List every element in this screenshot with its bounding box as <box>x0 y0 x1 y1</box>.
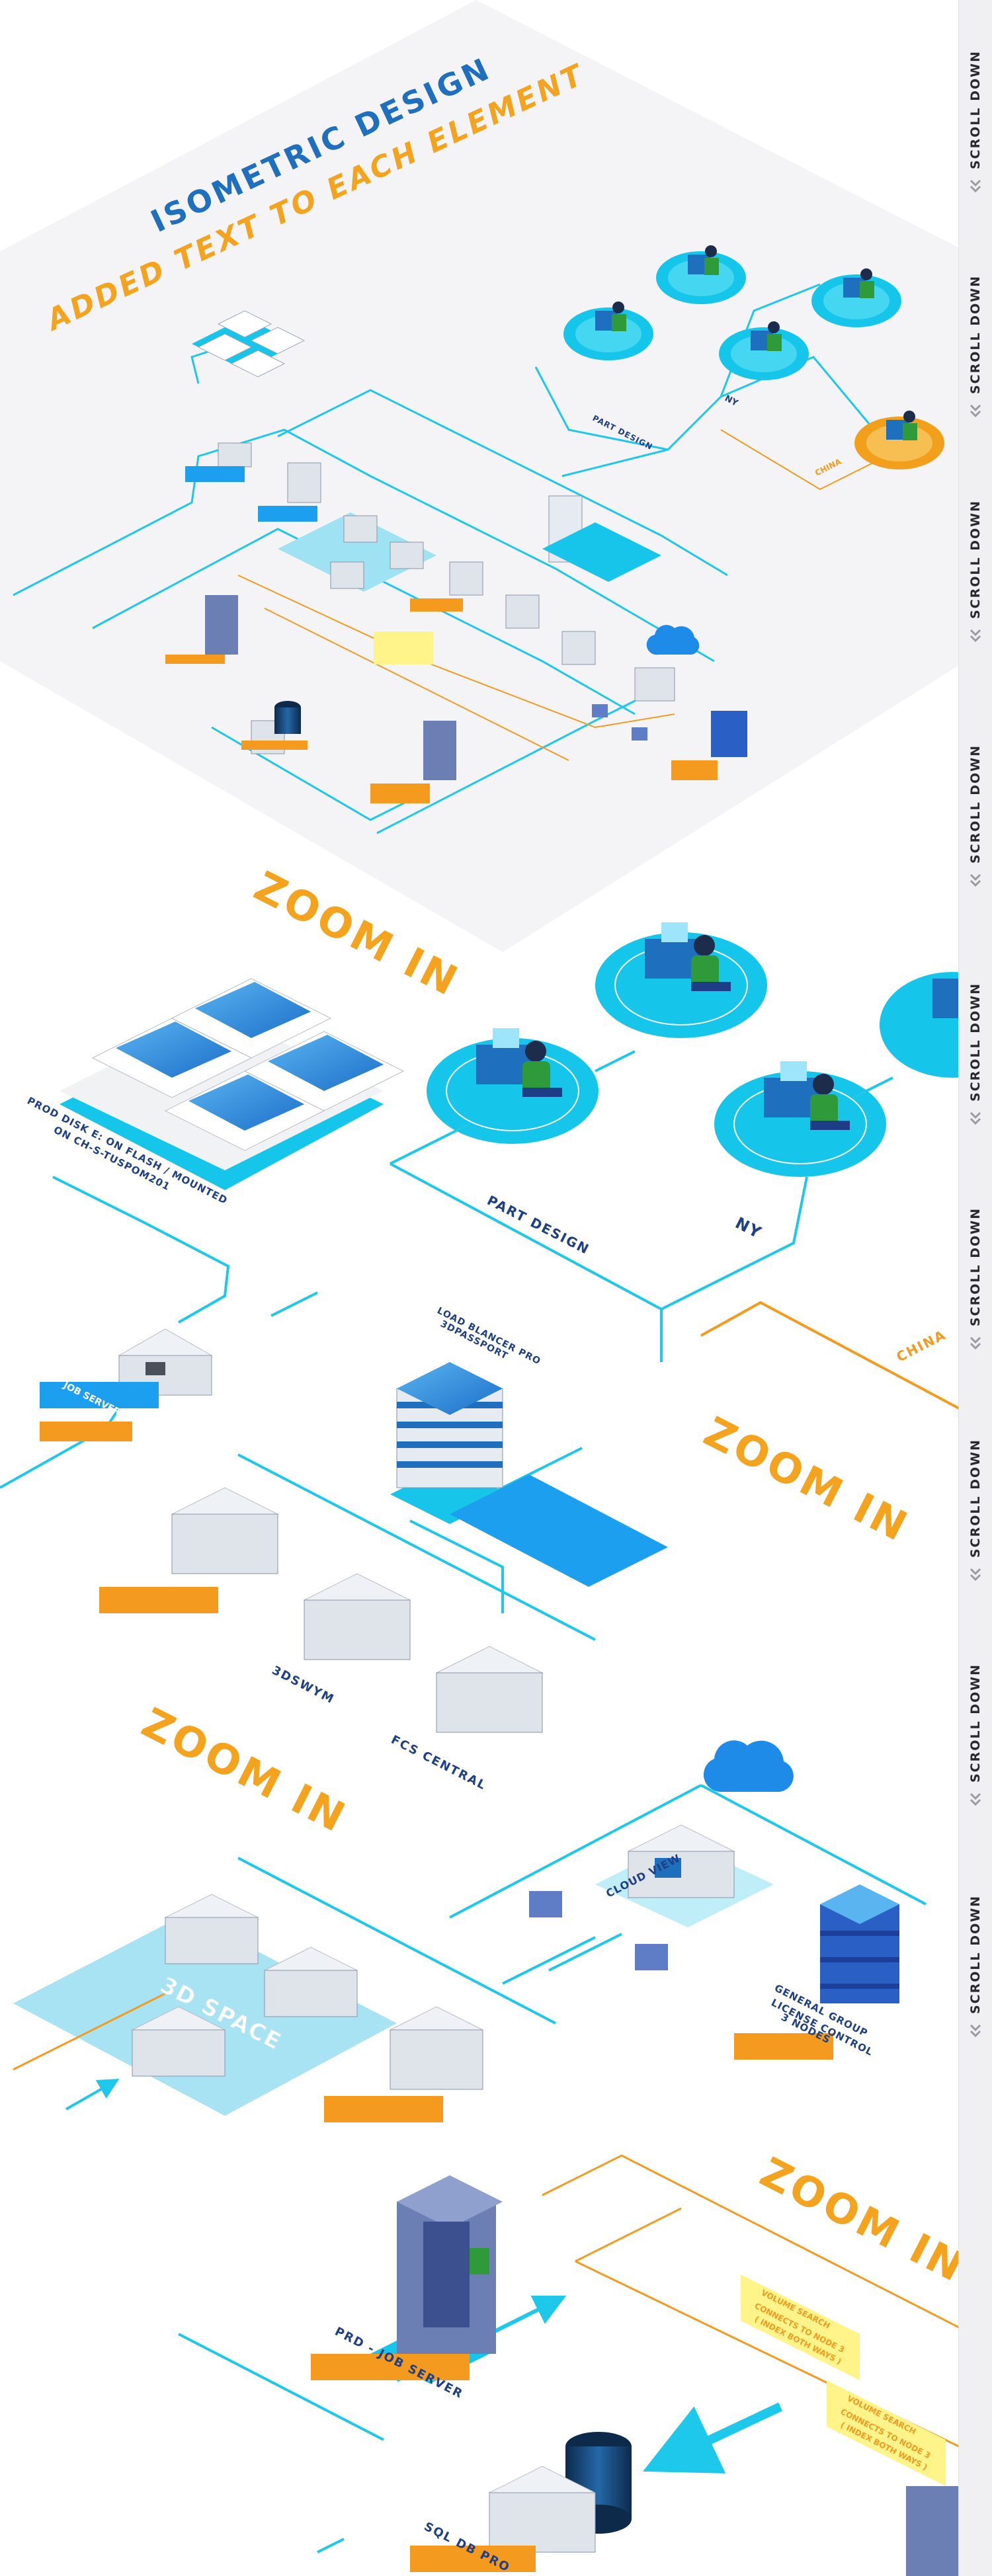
fcs-central-label: FCS CENTRAL <box>389 1733 489 1793</box>
user-part-design-1 <box>427 1028 599 1144</box>
prod-disk-cluster <box>60 978 405 1190</box>
chevron-down-icon <box>970 1336 981 1350</box>
chevron-down-icon <box>970 1111 981 1125</box>
scroll-hint-8[interactable]: SCROLL DOWN <box>959 1653 992 1818</box>
zoom2-links <box>237 1784 927 2025</box>
general-group-node <box>734 1884 899 2060</box>
cloud-view-node <box>529 1740 794 1970</box>
china-link <box>700 1301 959 1410</box>
cloud-icon <box>703 1740 794 1792</box>
load-balancer-stack <box>390 1362 668 1587</box>
label-ny: NY <box>732 1213 765 1242</box>
overview-panel <box>0 0 959 952</box>
overview-links <box>13 283 881 834</box>
scroll-down-text: SCROLL DOWN <box>968 744 983 864</box>
overview-orange-links <box>237 429 874 761</box>
overview-users <box>563 245 944 469</box>
scroll-hint-3[interactable]: SCROLL DOWN <box>959 489 992 655</box>
zoom1-servers <box>99 1487 544 1733</box>
scroll-down-text: SCROLL DOWN <box>968 1207 983 1327</box>
scroll-down-text: SCROLL DOWN <box>968 274 983 395</box>
scroll-down-text: SCROLL DOWN <box>968 499 983 620</box>
chevron-down-icon <box>970 629 981 643</box>
zoom3-links <box>178 2154 959 2554</box>
scroll-down-text: SCROLL DOWN <box>968 1663 983 1783</box>
label-china: CHINA <box>893 1326 948 1365</box>
chevron-down-icon <box>970 1792 981 1806</box>
zoom1-users <box>427 922 959 1177</box>
chevron-down-icon <box>970 179 981 193</box>
scroll-hint-7[interactable]: SCROLL DOWN <box>959 1428 992 1593</box>
scroll-hint-6[interactable]: SCROLL DOWN <box>959 1197 992 1362</box>
user-part-design-2 <box>595 922 767 1038</box>
scroll-hint-1[interactable]: SCROLL DOWN <box>959 40 992 205</box>
chevron-down-icon <box>970 873 981 887</box>
overview-servers <box>165 310 747 803</box>
user-china <box>880 972 959 1078</box>
job-server-node <box>40 1328 213 1441</box>
scroll-sidebar[interactable]: SCROLL DOWN SCROLL DOWN SCROLL DOWN SCRO… <box>958 0 992 2576</box>
scroll-down-text: SCROLL DOWN <box>968 982 983 1102</box>
volume-search-badges <box>741 2274 946 2486</box>
user-ny <box>714 1061 886 1177</box>
scroll-hint-2[interactable]: SCROLL DOWN <box>959 264 992 430</box>
chevron-down-icon <box>970 1568 981 1582</box>
load-balancer-label-1: LOAD BLANCER PRO <box>435 1305 542 1367</box>
zoom1-links <box>0 1050 893 1641</box>
scroll-hint-5[interactable]: SCROLL DOWN <box>959 972 992 1137</box>
chevron-down-icon <box>970 404 981 418</box>
sql-db-node <box>410 2432 959 2576</box>
chevron-down-icon <box>970 2024 981 2038</box>
scroll-down-text: SCROLL DOWN <box>968 1894 983 2015</box>
scroll-down-text: SCROLL DOWN <box>968 50 983 170</box>
prd-job-server-node <box>311 2175 503 2384</box>
network-diagram: ISOMETRIC DESIGN ADDED TEXT TO EACH ELEM… <box>0 0 959 2576</box>
zoom-label-4: ZOOM IN <box>753 2148 959 2292</box>
label-part-design: PART DESIGN <box>485 1192 593 1258</box>
zoom-label-2: ZOOM IN <box>696 1407 917 1551</box>
scroll-hint-9[interactable]: SCROLL DOWN <box>959 1884 992 2050</box>
space-3d-cluster <box>13 1894 484 2122</box>
scroll-hint-4[interactable]: SCROLL DOWN <box>959 734 992 899</box>
zoom-label-3: ZOOM IN <box>134 1698 354 1842</box>
scroll-down-text: SCROLL DOWN <box>968 1438 983 1558</box>
search-server-label: 3DSWYM <box>270 1664 337 1707</box>
